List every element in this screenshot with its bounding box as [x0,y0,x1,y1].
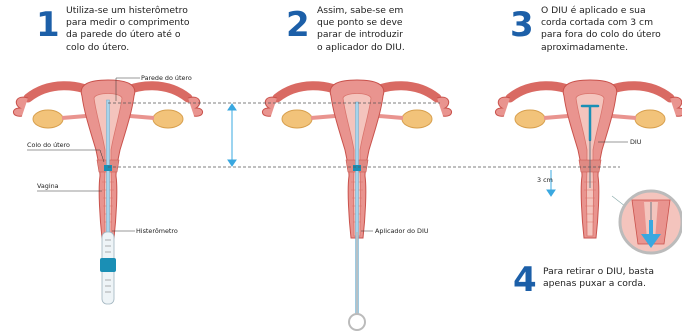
svg-text:Colo do útero: Colo do útero [27,141,70,149]
label-three-cm: 3 cm [537,176,553,184]
label-histerometro: Histerômetro [112,227,178,235]
label-colo-utero: Colo do útero [27,141,104,162]
svg-text:Vagina: Vagina [37,182,59,190]
svg-text:Parede do útero: Parede do útero [141,74,192,82]
label-vagina: Vagina [37,182,102,191]
svg-text:Histerômetro: Histerômetro [136,227,178,235]
label-aplicador: Aplicador do DIU [361,227,429,235]
svg-text:DIU: DIU [630,138,642,146]
uterus-illustration-2 [262,80,451,330]
uterus-illustration-1 [13,80,202,304]
zoom-detail [612,191,682,253]
svg-text:Aplicador do DIU: Aplicador do DIU [375,227,429,235]
measure-arrow [228,104,236,166]
svg-text:3 cm: 3 cm [537,176,553,184]
